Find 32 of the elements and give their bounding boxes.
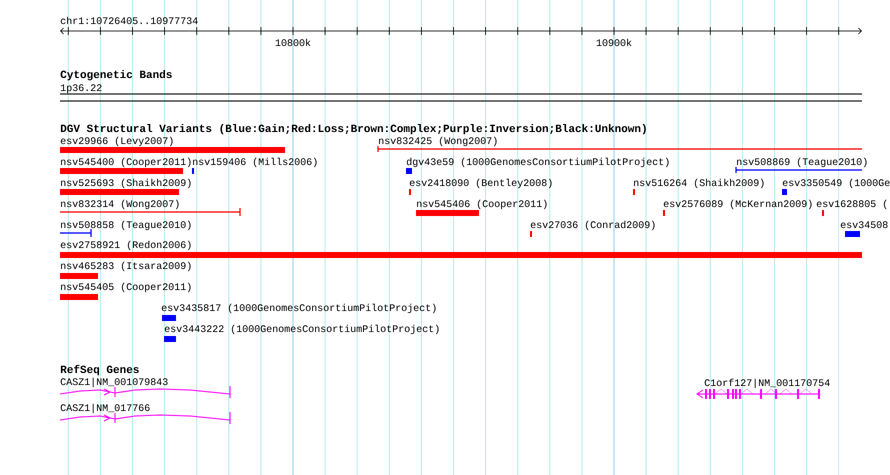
feature-label: nsv525693 (Shaikh2009)	[61, 178, 191, 188]
feature-label: esv27036 (Conrad2009)	[530, 220, 655, 230]
feature-label: nsv465283 (Itsara2009)	[61, 262, 191, 272]
feature-label: esv2418090 (Bentley2008)	[410, 178, 552, 188]
feature-label: CASZ1|NM_001079843	[60, 378, 168, 388]
scale-label: 10900k	[596, 38, 632, 46]
feature-label: esv3435817 (1000GenomesConsortiumPilotProject)	[162, 304, 436, 314]
feature-label: dgv43e59 (1000GenomesConsortiumPilotProject)	[406, 158, 669, 168]
track-heading: RefSeq Genes	[60, 364, 139, 376]
scale-label: 10800k	[276, 38, 310, 46]
feature-label: nsv545405 (Cooper2011)	[61, 282, 191, 292]
feature-label: esv29966 (Levy2007)	[60, 136, 173, 146]
feature-label: CASZ1|NM_017766	[60, 404, 150, 414]
feature-label: esv1628805 (	[816, 200, 887, 210]
feature-label: nsv516264 (Shaikh2009)	[634, 178, 764, 188]
feature-label: nsv159406 (Mills2006)	[193, 158, 317, 168]
track-heading: Cytogenetic Bands	[60, 70, 172, 80]
feature-label: nsv832314 (Wong2007)	[61, 200, 179, 210]
feature-label: esv34508	[840, 221, 888, 228]
track-heading: DGV Structural Variants (Blue:Gain;Red:Loss;Brown:Complex;Purple:Inversion;Black:Unknown)	[60, 124, 646, 134]
feature-label: esv2576089 (McKernan2009)	[664, 200, 812, 210]
feature-label: nsv508869 (Teague2010)	[737, 158, 867, 168]
feature-label: esv3443222 (1000GenomesConsortiumPilotProject)	[164, 324, 439, 334]
feature-label: nsv508858 (Teague2010)	[61, 220, 191, 230]
feature-label: nsv832425 (Wong2007)	[379, 136, 497, 146]
feature-label: esv3350549 (1000Ge	[782, 178, 890, 188]
feature-label: chr1:10726405..10977734	[60, 16, 198, 24]
feature-label: nsv545406 (Cooper2011)	[417, 200, 547, 210]
feature-label: esv2758921 (Redon2006)	[60, 240, 191, 250]
feature-label: nsv545400 (Cooper2011)	[61, 158, 191, 168]
feature-label: C1orf127|NM_001170754	[704, 378, 830, 388]
feature-label: 1p36.22	[60, 84, 102, 94]
